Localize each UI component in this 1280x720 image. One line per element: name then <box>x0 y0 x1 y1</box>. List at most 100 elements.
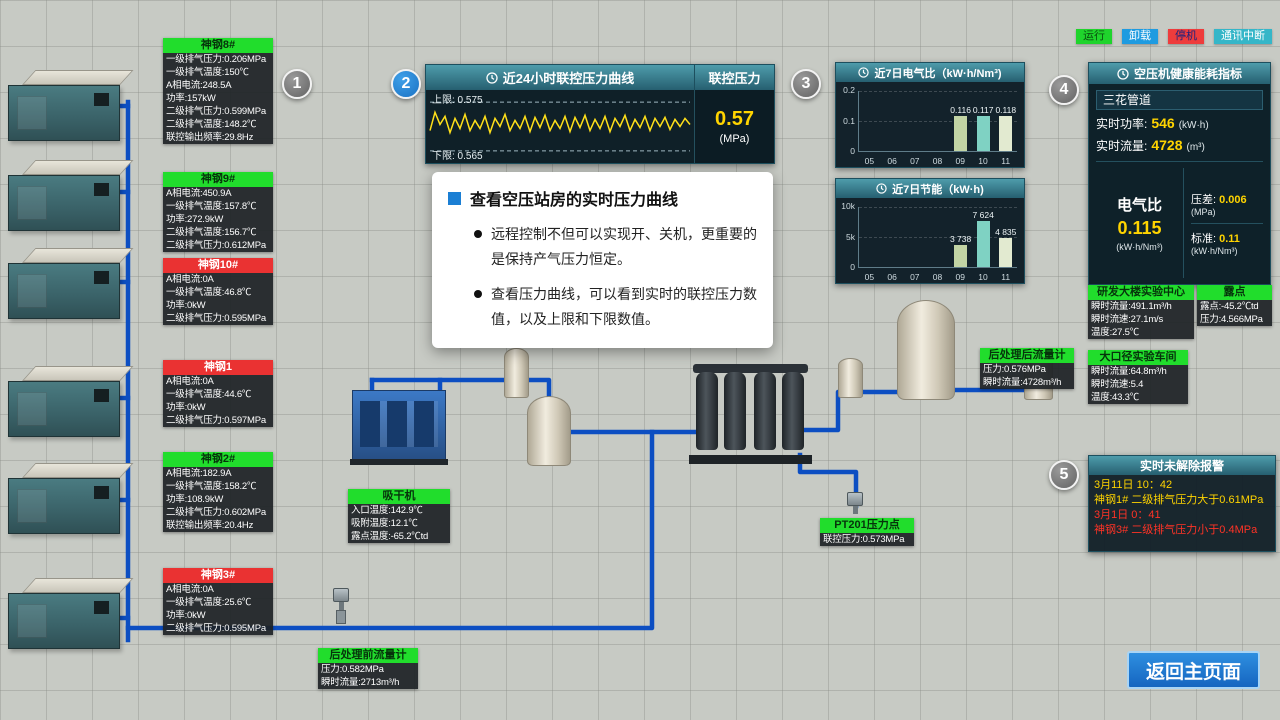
instrument-neck <box>852 506 858 514</box>
air-tank-small-1 <box>504 348 529 398</box>
compressor-metric: 一级排气温度:158.2℃ <box>166 481 257 492</box>
back-to-main-button[interactable]: 返回主页面 <box>1127 651 1260 689</box>
tooltip-bullet-list: 远程控制不但可以实现开、关机，更重要的是保持产气压力恒定。 查看压力曲线，可以看… <box>474 222 757 332</box>
bar <box>999 238 1013 267</box>
link-pressure-value: 0.57 (MPa) <box>694 90 774 163</box>
machine-vent <box>94 93 109 106</box>
bar-slot: 4 835 <box>994 207 1017 267</box>
ratio-label: 电气比 <box>1116 197 1162 214</box>
pressure-trend-chart: 上限: 0.575 下限: 0.565 <box>426 90 694 163</box>
machine-door <box>17 186 47 220</box>
power-unit: (kW·h) <box>1178 120 1209 131</box>
tutorial-tooltip: 查看空压站房的实时压力曲线 远程控制不但可以实现开、关机，更重要的是保持产气压力… <box>432 172 773 348</box>
compressor-metric: 二级排气压力:0.612MPa <box>166 240 266 251</box>
x-tick-label: 07 <box>910 156 920 166</box>
bullet-dot-icon <box>474 290 482 298</box>
health-metrics-panel: 空压机健康能耗指标 三花管道 实时功率: 546 (kW·h) 实时流量: 47… <box>1088 62 1271 285</box>
pressure-diff-row: 压差: 0.006 (MPa) <box>1191 191 1263 217</box>
compressor-name: 神钢8# <box>163 38 273 53</box>
bar-slot: 3 738 <box>949 207 972 267</box>
step-marker-4[interactable]: 4 <box>1049 75 1079 105</box>
compressor-metric: 功率:272.9kW <box>166 214 224 225</box>
y-tick-label: 0 <box>850 146 855 156</box>
machine-vent <box>94 183 109 196</box>
pressure-sensor-instrument <box>847 492 863 514</box>
x-tick-label: 08 <box>932 156 943 166</box>
machine-door <box>17 489 47 523</box>
gridline <box>859 207 1017 208</box>
compressor-metric: 二级排气压力:0.597MPa <box>166 415 266 426</box>
upper-limit-label: 上限: 0.575 <box>432 95 483 106</box>
machine-door <box>17 604 47 638</box>
field-panel-title: 露点 <box>1197 285 1272 300</box>
machine-door <box>17 392 47 426</box>
step-marker-3[interactable]: 3 <box>791 69 821 99</box>
status-running-button[interactable]: 运行 <box>1076 29 1112 44</box>
field-panel-title: 研发大楼实验中心 <box>1088 285 1194 300</box>
step-marker-5[interactable]: 5 <box>1049 460 1079 490</box>
ratio-unit: (kW·h/Nm³) <box>1116 242 1163 252</box>
step-marker-1[interactable]: 1 <box>282 69 312 99</box>
compressor-metric: A相电流:182.9A <box>166 468 232 479</box>
bar-slot <box>859 91 882 151</box>
compressor-machine-6 <box>8 578 134 650</box>
compressor-metric: 一级排气温度:157.8℃ <box>166 201 257 212</box>
step-marker-2[interactable]: 2 <box>391 69 421 99</box>
compressor-machine-1 <box>8 70 134 142</box>
field-metric: 瞬时流速:27.1m/s <box>1091 314 1164 325</box>
bar-slot <box>927 207 950 267</box>
bar-slot: 0.118 <box>994 91 1017 151</box>
x-tick-label: 09 <box>955 156 965 166</box>
pressure-unit: (MPa) <box>719 133 750 145</box>
compressor-metric: 二级排气压力:0.599MPa <box>166 106 266 117</box>
tooltip-bullet-2: 查看压力曲线，可以看到实时的联控压力数值，以及上限和下限数值。 <box>474 282 757 332</box>
pt201-panel[interactable]: PT201压力点联控压力:0.573MPa <box>820 518 914 546</box>
x-tick-label: 07 <box>910 272 920 282</box>
dryer-tower <box>696 372 718 450</box>
status-unloading-button[interactable]: 卸载 <box>1122 29 1158 44</box>
compressor-name: 神钢1 <box>163 360 273 375</box>
machine-body <box>8 593 120 649</box>
link-pressure-header: 联控压力 <box>695 64 775 90</box>
instrument-base <box>336 610 346 624</box>
diff-unit: (MPa) <box>1191 206 1216 217</box>
bar-slot: 0.117 <box>972 91 995 151</box>
x-tick-label: 10 <box>978 272 988 282</box>
field-metric: 联控压力:0.573MPa <box>823 534 905 545</box>
compressor-metric: A相电流:248.5A <box>166 80 232 91</box>
bullet-dot-icon <box>474 230 482 238</box>
x-tick-label: 09 <box>955 272 965 282</box>
tooltip-bullet-text: 远程控制不但可以实现开、关机，更重要的是保持产气压力恒定。 <box>491 226 757 267</box>
pipeline-selector[interactable]: 三花管道 <box>1096 90 1263 110</box>
machine-top <box>22 248 134 263</box>
chart-title-bar: 近7日节能（kW·h) <box>835 178 1025 198</box>
status-stopped-button[interactable]: 停机 <box>1168 29 1204 44</box>
bar-slot <box>904 91 927 151</box>
field-panel-title: 吸干机 <box>348 489 450 504</box>
air-tank-medium <box>527 396 571 466</box>
x-tick-label: 08 <box>932 272 943 282</box>
ratio-value: 0.115 <box>1117 218 1162 238</box>
status-comm-interrupt-button[interactable]: 通讯中断 <box>1214 29 1272 44</box>
x-tick-label: 05 <box>864 272 875 282</box>
y-tick-label: 10k <box>841 201 855 211</box>
field-metric: 温度:43.3℃ <box>1091 392 1140 403</box>
